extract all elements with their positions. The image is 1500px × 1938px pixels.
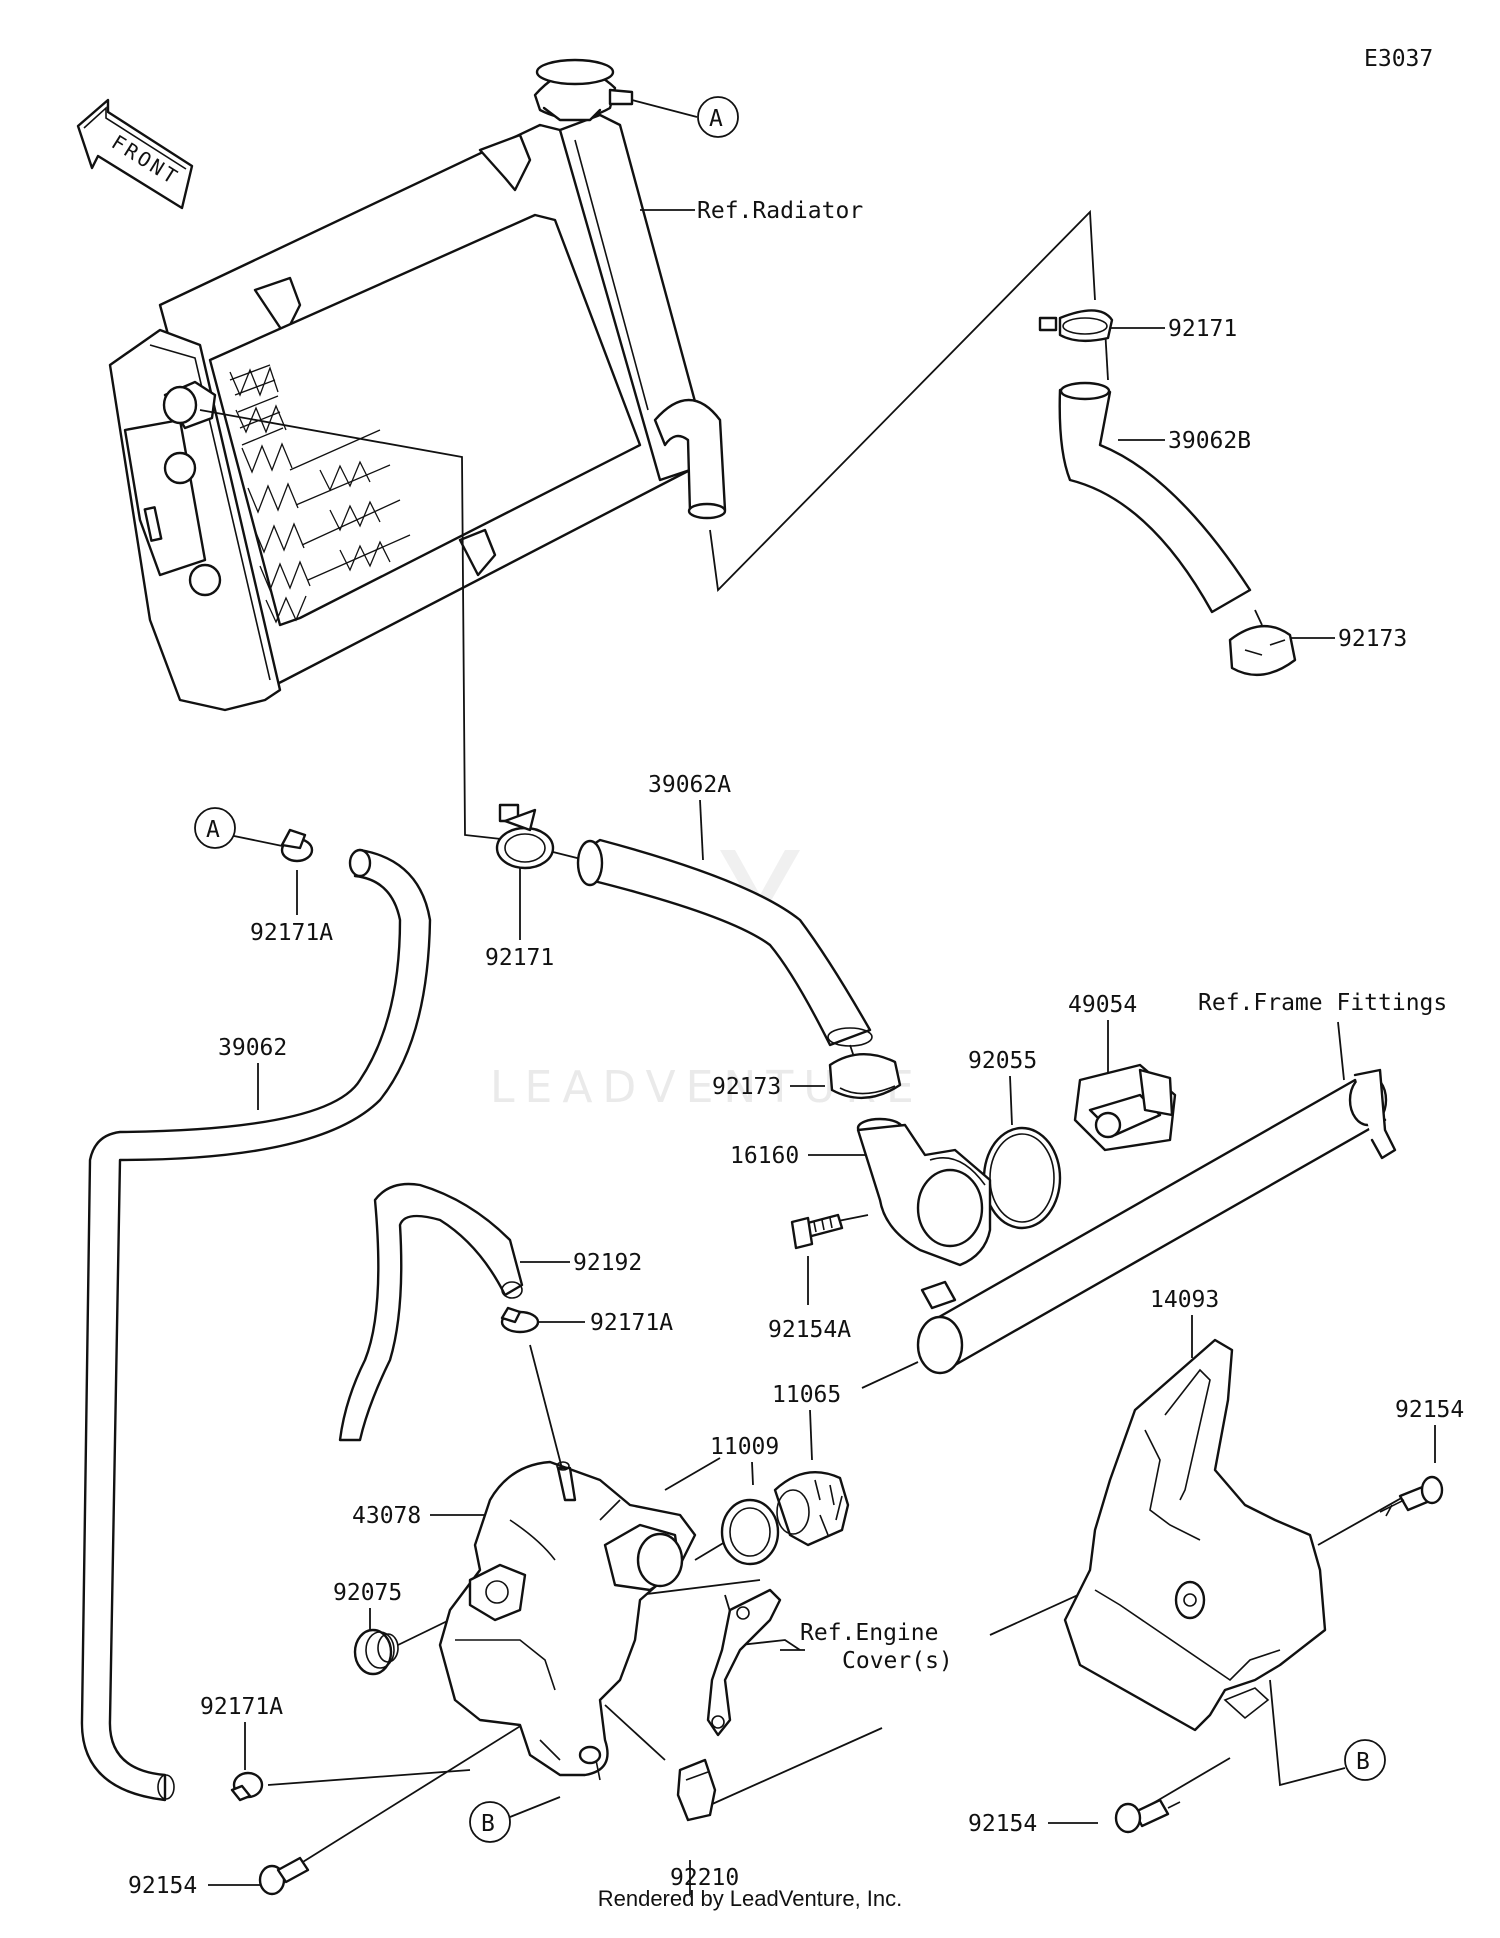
part-label-16160: 16160 xyxy=(730,1143,799,1169)
part-label-11009: 11009 xyxy=(710,1434,779,1460)
clamp-92173-top xyxy=(1228,624,1297,677)
outlet-16160 xyxy=(856,1117,992,1267)
bolt-92154-right-bot xyxy=(1114,1798,1181,1834)
ref-circle-a-mid: A xyxy=(194,807,236,849)
ref-engine-cover-label-2: Cover(s) xyxy=(842,1648,953,1674)
clamp-92171-mid xyxy=(495,803,555,870)
clamp-92173-mid xyxy=(828,1052,902,1100)
part-label-92173-mid: 92173 xyxy=(712,1074,781,1100)
bolt-92154-left xyxy=(258,1856,310,1896)
ref-circle-a-top: A xyxy=(697,96,739,138)
part-label-14093: 14093 xyxy=(1150,1287,1219,1313)
part-label-92154-right-bot: 92154 xyxy=(968,1811,1037,1837)
ref-circle-b-right: B xyxy=(1344,1739,1386,1781)
part-label-92171-top: 92171 xyxy=(1168,316,1237,342)
radiator-fins xyxy=(229,364,411,624)
part-label-49054: 49054 xyxy=(1068,992,1137,1018)
radiator-assembly xyxy=(108,58,727,712)
cover-14093 xyxy=(1063,1338,1327,1732)
clamp-92171A-bot xyxy=(230,1771,264,1802)
bolt-92154A xyxy=(790,1213,844,1250)
hose-39062A xyxy=(576,838,873,1047)
part-label-43078: 43078 xyxy=(352,1503,421,1529)
bolt-92154-right xyxy=(1379,1475,1444,1517)
part-label-92154-right: 92154 xyxy=(1395,1397,1464,1423)
part-label-39062: 39062 xyxy=(218,1035,287,1061)
clamp-92171A-top xyxy=(280,828,314,863)
part-label-39062A: 39062A xyxy=(648,772,731,798)
engine-cover-bracket xyxy=(706,1588,782,1737)
hose-92192 xyxy=(338,1182,524,1442)
thermostat-49054 xyxy=(1073,1063,1177,1152)
part-label-92171A-top: 92171A xyxy=(250,920,333,946)
ref-circle-a-mid-label: A xyxy=(206,817,220,843)
part-label-92171A-bot: 92171A xyxy=(200,1694,283,1720)
footer-credit: Rendered by LeadVenture, Inc. xyxy=(597,1886,903,1911)
hose-39062B xyxy=(1058,381,1252,614)
part-label-92192: 92192 xyxy=(573,1250,642,1276)
part-label-92154A: 92154A xyxy=(768,1317,851,1343)
frame-tube xyxy=(916,1068,1397,1375)
ref-circle-b-left: B xyxy=(469,1801,511,1843)
part-label-92154-left: 92154 xyxy=(128,1873,197,1899)
ref-radiator-label: Ref.Radiator xyxy=(697,198,863,224)
ref-frame-fittings-label: Ref.Frame Fittings xyxy=(1198,990,1447,1016)
part-label-92173-top: 92173 xyxy=(1338,626,1407,652)
gasket-11009 xyxy=(720,1498,780,1566)
leader-lines xyxy=(199,99,1436,1895)
part-label-92075: 92075 xyxy=(333,1580,402,1606)
diagram-id: E3037 xyxy=(1364,46,1433,72)
ref-circle-b-left-label: B xyxy=(481,1811,495,1837)
oring-92055 xyxy=(982,1126,1062,1230)
part-label-92055: 92055 xyxy=(968,1048,1037,1074)
part-label-92171-mid: 92171 xyxy=(485,945,554,971)
grommet-92075 xyxy=(353,1628,399,1676)
ref-circle-a-top-label: A xyxy=(709,106,723,132)
clip-92210 xyxy=(676,1758,717,1822)
clamp-92171A-mid xyxy=(500,1306,540,1334)
ref-engine-cover-label-1: Ref.Engine xyxy=(800,1620,938,1646)
hose-39062 xyxy=(80,848,432,1802)
clamp-92171-top xyxy=(1038,309,1114,343)
part-label-39062B: 39062B xyxy=(1168,428,1251,454)
part-label-92210: 92210 xyxy=(670,1865,739,1891)
part-label-92171A-mid: 92171A xyxy=(590,1310,673,1336)
ref-circle-b-right-label: B xyxy=(1356,1749,1370,1775)
radiator-cap-icon xyxy=(533,58,634,122)
front-arrow-icon: FRONT xyxy=(76,98,194,210)
housing-43078 xyxy=(438,1460,697,1781)
part-label-11065: 11065 xyxy=(772,1382,841,1408)
cap-11065 xyxy=(773,1471,850,1547)
